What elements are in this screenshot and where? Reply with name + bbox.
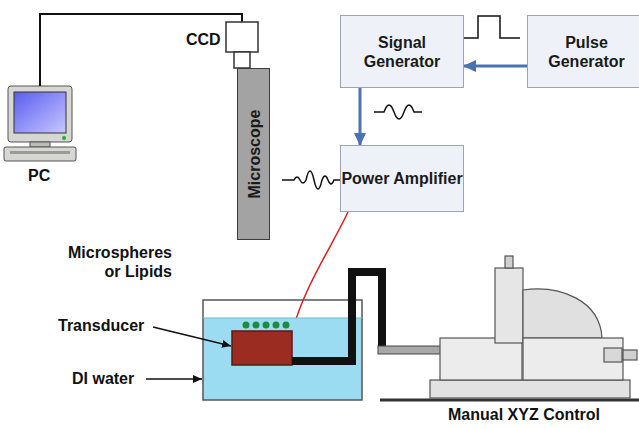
microscope-tube: Microscope — [237, 68, 270, 240]
drawing-part — [4, 147, 76, 161]
xyz-stage — [380, 256, 639, 400]
node-text: Microscope — [244, 110, 263, 199]
signal-arrow — [359, 88, 362, 145]
pulse-waveform — [464, 16, 520, 38]
drawing-part — [273, 322, 280, 329]
drawing-part — [8, 86, 72, 142]
drawing-part — [226, 22, 258, 52]
sine-waveform — [374, 105, 422, 119]
pc-icon — [4, 86, 76, 161]
signal-arrow — [464, 65, 527, 68]
node-text: Signal Generator — [341, 33, 463, 71]
drawing-part — [623, 350, 637, 360]
drawing-part — [495, 268, 523, 343]
drawing-part — [380, 399, 639, 402]
camera-cable — [40, 14, 242, 86]
leader-line — [153, 327, 231, 346]
drawing-part — [505, 256, 513, 268]
drawing-part — [430, 380, 630, 398]
process-box: Pulse Generator — [527, 15, 639, 88]
transducer — [232, 331, 292, 365]
device-label: CCD — [186, 30, 221, 49]
drawing-part — [62, 136, 66, 140]
drawing-part — [263, 322, 270, 329]
drawing-part — [243, 322, 250, 329]
ccd-camera — [226, 22, 258, 68]
part-label: DI water — [72, 369, 134, 388]
drawing-part — [14, 92, 66, 133]
process-box: Signal Generator — [340, 15, 464, 88]
drawing-part — [234, 52, 250, 68]
drawing-part — [440, 338, 522, 380]
leader-line — [146, 378, 202, 380]
burst-waveform — [282, 171, 340, 189]
drawing-part — [604, 348, 622, 362]
drawing-part — [253, 322, 260, 329]
node-text: Pulse Generator — [528, 33, 639, 71]
drawing-part — [203, 318, 362, 319]
part-label: Microspheres or Lipids — [52, 243, 172, 281]
drawing-part — [283, 322, 290, 329]
drawing-part — [523, 289, 602, 338]
transducer-wire — [292, 212, 348, 332]
drawing-part — [203, 300, 362, 400]
process-box: Power Amplifier — [340, 145, 464, 212]
device-label: Manual XYZ Control — [448, 405, 600, 424]
drawing-part — [30, 142, 50, 147]
water-tank — [203, 300, 362, 400]
node-text: Power Amplifier — [341, 169, 462, 188]
drawing-part — [523, 338, 623, 380]
device-label: PC — [28, 166, 50, 185]
part-label: Transducer — [58, 316, 144, 335]
drawing-part — [10, 151, 70, 154]
microspheres — [243, 322, 290, 329]
holder-arm — [292, 272, 382, 361]
